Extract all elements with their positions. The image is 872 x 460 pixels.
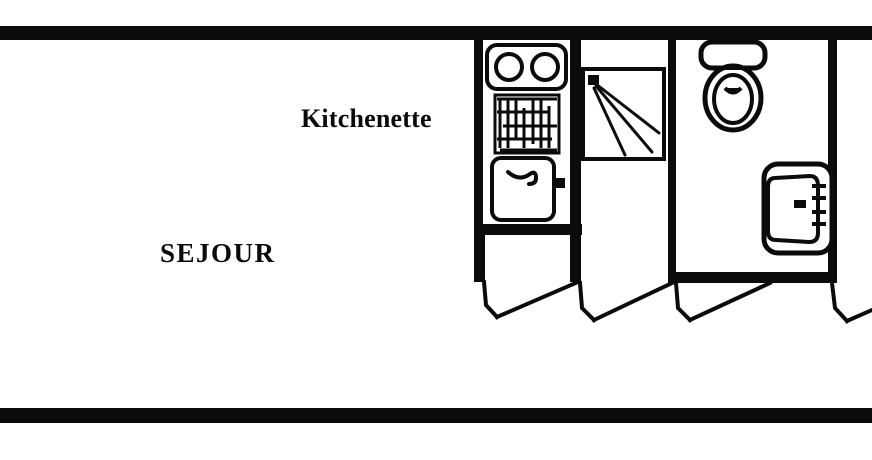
kitchen-sink-basin xyxy=(490,156,556,222)
appliance-hatch xyxy=(497,97,557,152)
room-label-sejour: SEJOUR xyxy=(160,238,276,268)
door-arc-hall xyxy=(591,280,675,323)
washbasin-faucet-fittings xyxy=(812,184,826,226)
fixture-toilet xyxy=(698,39,768,133)
wall-bath-right xyxy=(828,40,837,283)
wall-bath-bottom xyxy=(676,272,834,283)
wall-kitchen-right xyxy=(570,40,581,282)
room-label-kitchenette: Kitchenette xyxy=(301,104,432,133)
fixture-dishwasher-appliance xyxy=(493,93,561,155)
door-leaf-bath-2 xyxy=(829,280,850,324)
fixture-cooktop xyxy=(485,43,568,91)
kitchen-sink-faucet xyxy=(506,170,539,186)
shower-spray-lines xyxy=(592,82,661,157)
wall-bath-divider xyxy=(668,40,676,283)
door-leaf-bath-1 xyxy=(673,280,693,323)
door-leaf-hall xyxy=(577,280,597,323)
fixture-kitchen-sink xyxy=(490,156,565,222)
wall-bottom-exterior xyxy=(0,408,872,423)
washbasin-bowl xyxy=(766,173,820,245)
appliance-outline xyxy=(493,93,561,155)
door-arc-bath-2 xyxy=(844,307,872,324)
toilet-bowl-inner xyxy=(712,73,754,125)
wall-kitchen-left xyxy=(474,40,483,232)
walls-group xyxy=(0,26,872,423)
wall-top-exterior xyxy=(0,26,872,40)
cooktop-burner-right xyxy=(530,52,560,82)
shower-drain-head xyxy=(588,75,599,85)
kitchen-sink-fitting xyxy=(556,178,565,188)
fixture-washbasin xyxy=(761,161,835,256)
wall-kitchen-door-jamb-left xyxy=(474,232,485,282)
door-leaf-kitchen xyxy=(481,279,500,320)
wall-kitchen-bottom xyxy=(474,224,582,235)
cooktop-burner-left xyxy=(494,52,524,82)
fixture-shower xyxy=(581,67,666,161)
toilet-seat-detail xyxy=(723,86,743,95)
doors-group xyxy=(481,279,872,324)
door-arc-kitchen xyxy=(494,279,581,320)
washbasin-drain xyxy=(794,200,806,208)
door-arc-bath-1 xyxy=(687,280,773,323)
